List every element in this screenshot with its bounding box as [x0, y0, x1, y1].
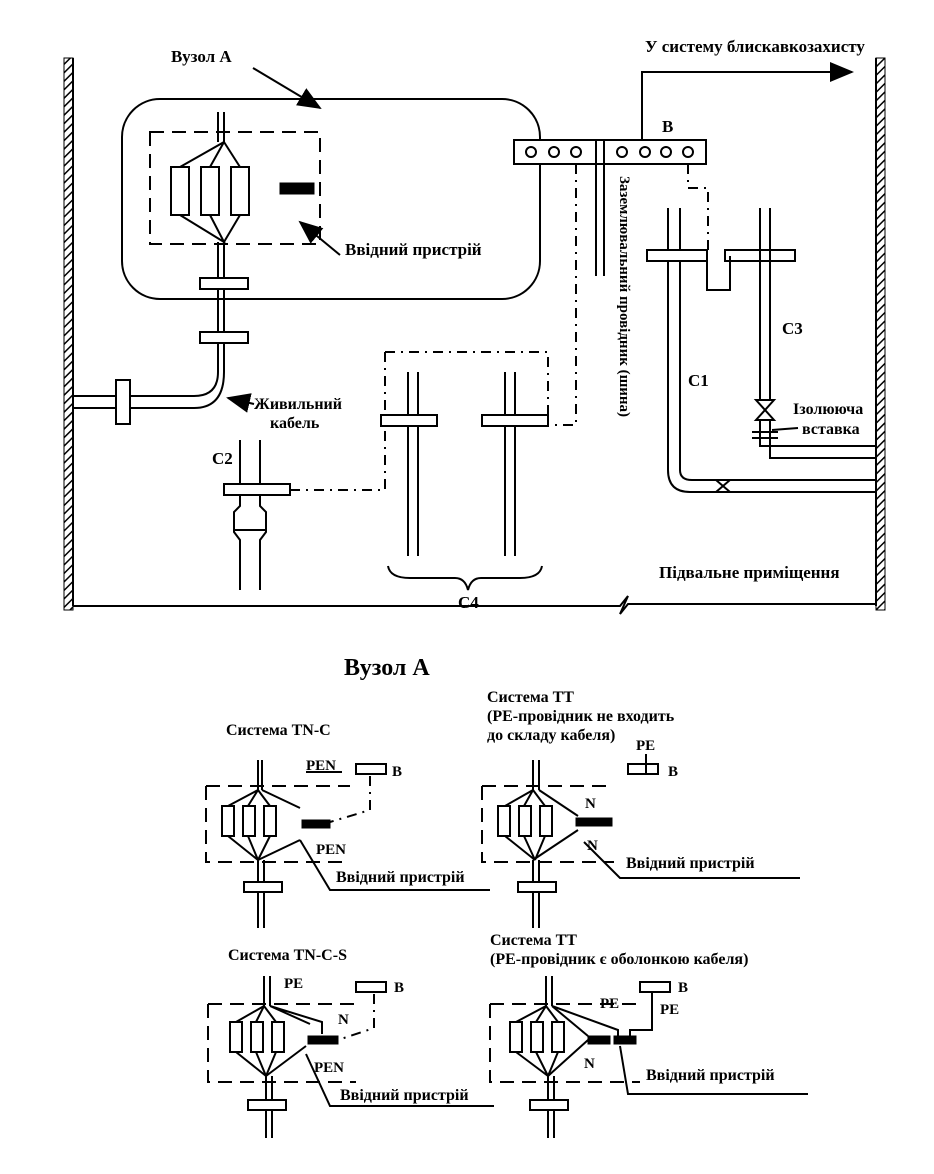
tt2-device: Ввідний пристрій	[646, 1067, 775, 1084]
tncs-device: Ввідний пристрій	[340, 1087, 469, 1104]
left-wall	[63, 57, 74, 611]
basement-label: Підвальне приміщення	[659, 563, 840, 582]
insulating-insert-label-1: Ізолююча	[793, 401, 863, 418]
panel-tt-2: Система ТТ (РЕ-провідник є оболонкою каб…	[489, 932, 808, 1138]
tt2-title-1: Система ТТ	[490, 932, 577, 949]
tnc-bus: В	[392, 764, 402, 780]
tt2-title-2: (РЕ-провідник є оболонкою кабеля)	[490, 951, 748, 968]
c3-label: С3	[782, 319, 803, 338]
input-device-bar	[279, 182, 315, 195]
bus-b-label: В	[662, 117, 673, 136]
earthing-conductor-label: Заземлювальний провідник (шина)	[616, 176, 632, 417]
tt1-bus: В	[668, 764, 678, 780]
bus-b	[513, 139, 707, 165]
right-wall	[875, 57, 886, 611]
tt1-n-bottom: N	[587, 838, 598, 854]
c1-label: С1	[688, 371, 709, 390]
tncs-title: Система TN-C-S	[228, 947, 347, 964]
tnc-device: Ввідний пристрій	[336, 869, 465, 886]
tnc-pen-top: PEN	[306, 758, 336, 774]
tnc-pen-bottom: PEN	[316, 842, 346, 858]
main-diagram: Вузол А Ввідний пристрій В У систему бли…	[63, 37, 886, 615]
supply-cable-label-2: кабель	[270, 415, 320, 432]
fuse-1	[170, 166, 190, 216]
c2-label: С2	[212, 449, 233, 468]
tt1-n-top: N	[585, 796, 596, 812]
supply-cable-label-1: Живильний	[254, 396, 342, 413]
tncs-n: N	[338, 1012, 349, 1028]
floor-line	[73, 595, 876, 615]
tt2-pe-top: PE	[600, 996, 619, 1012]
c4-label: С4	[458, 593, 479, 612]
input-device-label: Ввідний пристрій	[345, 240, 482, 259]
tt1-title-3: до складу кабеля)	[487, 727, 615, 744]
tt1-pe: PE	[636, 738, 655, 754]
panel-tn-c-s: Система TN-C-S PE N PEN В Ввідний пристр…	[207, 947, 494, 1138]
detail-title: Вузол А	[344, 655, 430, 681]
tt2-pe-right: PE	[660, 1002, 679, 1018]
tnc-title: Система TN-C	[226, 722, 331, 739]
tt1-device: Ввідний пристрій	[626, 855, 755, 872]
fuse-3	[230, 166, 250, 216]
node-a-box	[121, 98, 541, 300]
tncs-bus: В	[394, 980, 404, 996]
tt1-title-1: Система ТТ	[487, 689, 574, 706]
tt2-bus: В	[678, 980, 688, 996]
tt2-n: N	[584, 1056, 595, 1072]
insulating-insert-label-2: вставка	[802, 421, 860, 438]
panel-tn-c: Система TN-C PEN PEN В Ввідний пристрій	[205, 722, 490, 928]
tt1-title-2: (РЕ-провідник не входить	[487, 708, 675, 725]
node-a-label: Вузол А	[171, 47, 232, 66]
lightning-label: У систему блискавкозахисту	[645, 37, 865, 56]
tncs-pe: PE	[284, 976, 303, 992]
fuse-2	[200, 166, 220, 216]
tncs-pen: PEN	[314, 1060, 344, 1076]
panel-tt-1: Система ТТ (РЕ-провідник не входить до с…	[481, 689, 800, 928]
